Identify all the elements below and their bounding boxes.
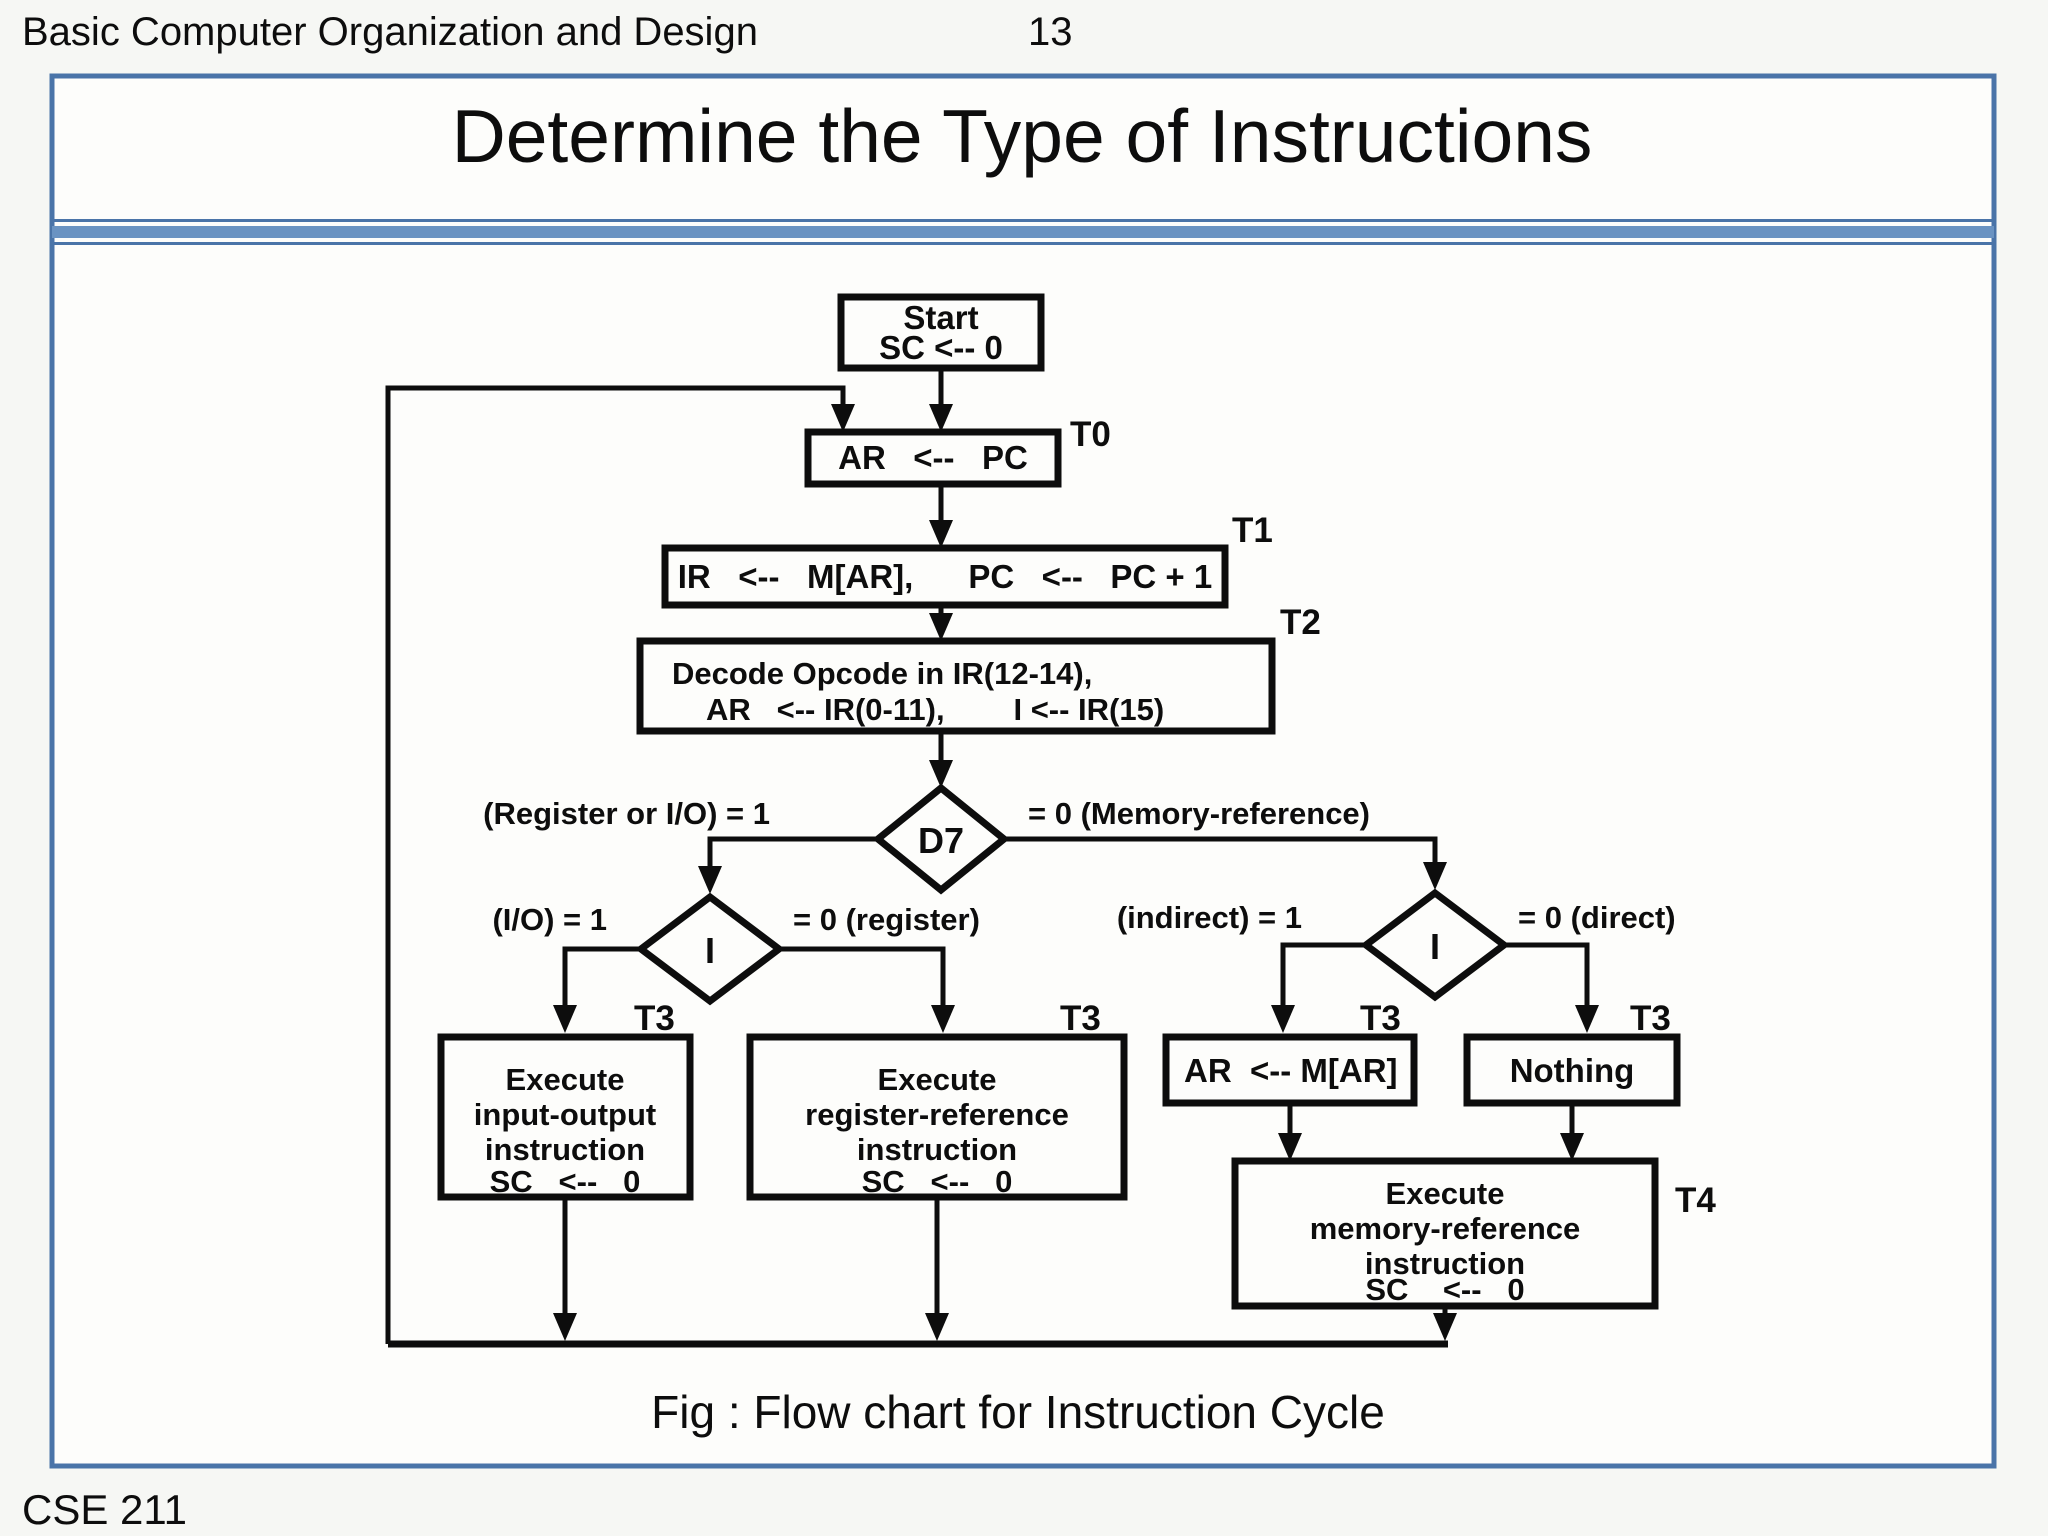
node-decode-line2: AR <-- IR(0-11), I <-- IR(15) — [706, 692, 1164, 727]
node-exec-reg-line3: instruction — [857, 1132, 1017, 1167]
edge-iright-direct — [1504, 942, 1590, 1011]
arrowhead-exec-mem-to-feedback — [1433, 1313, 1457, 1341]
node-exec-reg-line2: register-reference — [805, 1097, 1069, 1132]
arrowhead-d7-left — [698, 866, 722, 894]
node-exec-mem-line3: instruction — [1365, 1246, 1525, 1281]
arrowhead-ileft-register — [931, 1005, 955, 1033]
page-number: 13 — [1028, 10, 1073, 54]
decision-i-left — [635, 892, 785, 1006]
node-exec-reg-line4: SC <-- 0 — [862, 1164, 1013, 1199]
node-exec-io-line4: SC <-- 0 — [490, 1164, 641, 1199]
edge-iright-indirect — [1280, 942, 1366, 1011]
node-exec-io-line2: input-output — [474, 1097, 656, 1132]
node-exec-mem-line4: SC <-- 0 — [1365, 1272, 1524, 1307]
edge-ileft-io — [562, 946, 641, 1011]
time-label-t1: T1 — [1232, 511, 1273, 550]
time-label-t3-nothing: T3 — [1630, 999, 1671, 1038]
node-exec-mem-line2: memory-reference — [1310, 1211, 1581, 1246]
node-indirect-fetch-text: AR <-- M[AR] — [1184, 1052, 1398, 1089]
time-label-t0: T0 — [1070, 415, 1111, 454]
edge-feedback-riser — [385, 385, 846, 1344]
decision-d7-label: D7 — [918, 820, 964, 861]
node-start-line2: SC <-- 0 — [879, 329, 1003, 366]
title-rule-bottom — [52, 242, 1994, 245]
node-fetch-ar — [804, 428, 1062, 488]
decision-i-left-label: I — [705, 930, 715, 971]
edge-d7-right — [1004, 836, 1438, 866]
decision-i-right-label: I — [1430, 926, 1440, 967]
title-rule-band — [52, 226, 1994, 238]
arrowhead-ileft-io — [553, 1005, 577, 1033]
node-exec-io-line1: Execute — [506, 1062, 625, 1097]
node-decode-line1: Decode Opcode in IR(12-14), — [672, 656, 1092, 691]
node-nothing-text: Nothing — [1510, 1052, 1635, 1089]
time-label-t3-io: T3 — [634, 999, 675, 1038]
branch-label-0-direct: = 0 (direct) — [1518, 900, 1676, 935]
arrowhead-ir-to-decode — [929, 613, 953, 641]
node-decode — [636, 637, 1276, 735]
slide-frame — [49, 73, 1997, 1469]
decision-i-right — [1360, 888, 1510, 1002]
node-fetch-ir — [661, 544, 1229, 609]
node-exec-io — [437, 1033, 694, 1201]
node-exec-io-line3: instruction — [485, 1132, 645, 1167]
edge-d7-left — [707, 836, 878, 872]
page-footer: CSE 211 — [22, 1486, 187, 1533]
arrowhead-start-to-ar — [929, 404, 953, 432]
node-indirect-fetch — [1162, 1033, 1418, 1107]
arrowhead-iright-direct — [1575, 1005, 1599, 1033]
arrowhead-nothing-to-exec-mem — [1560, 1133, 1584, 1161]
time-label-t2: T2 — [1280, 603, 1321, 642]
branch-label-indirect-1: (indirect) = 1 — [1117, 900, 1302, 935]
slide-title: Determine the Type of Instructions — [452, 94, 1593, 178]
node-nothing — [1463, 1033, 1681, 1107]
node-exec-mem — [1231, 1157, 1659, 1310]
title-rule-top — [52, 219, 1994, 222]
arrowhead-feedback-into-ar — [831, 404, 855, 432]
page-header-title: Basic Computer Organization and Design — [22, 10, 758, 54]
node-fetch-ar-text: AR <-- PC — [838, 439, 1028, 476]
arrowhead-decode-to-d7 — [929, 760, 953, 788]
node-start-line1: Start — [903, 299, 978, 336]
node-exec-mem-line1: Execute — [1386, 1176, 1505, 1211]
arrowhead-ar-to-ir — [929, 520, 953, 548]
branch-label-register-or-io: (Register or I/O) = 1 — [483, 796, 770, 831]
node-start — [837, 293, 1045, 372]
time-label-t4: T4 — [1675, 1181, 1716, 1220]
arrowhead-exec-reg-to-feedback — [925, 1313, 949, 1341]
node-exec-reg-line1: Execute — [878, 1062, 997, 1097]
node-fetch-ir-text: IR <-- M[AR], PC <-- PC + 1 — [678, 558, 1212, 595]
arrowhead-iright-indirect — [1271, 1005, 1295, 1033]
figure-caption: Fig : Flow chart for Instruction Cycle — [651, 1386, 1385, 1438]
node-exec-reg — [746, 1033, 1128, 1201]
arrowhead-indirect-to-exec-mem — [1278, 1133, 1302, 1161]
arrowhead-exec-io-to-feedback — [553, 1313, 577, 1341]
time-label-t3-reg: T3 — [1060, 999, 1101, 1038]
decision-d7 — [872, 783, 1010, 895]
branch-label-io-1: (I/O) = 1 — [492, 902, 607, 937]
time-label-t3-indirect: T3 — [1360, 999, 1401, 1038]
branch-label-0-register: = 0 (register) — [793, 902, 980, 937]
edge-ileft-register — [779, 946, 946, 1011]
arrowhead-d7-right — [1423, 862, 1447, 890]
branch-label-memory-reference: = 0 (Memory-reference) — [1028, 796, 1370, 831]
